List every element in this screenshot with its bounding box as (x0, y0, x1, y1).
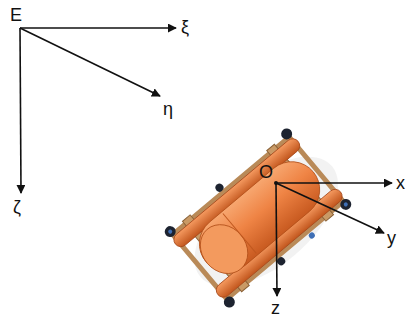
axis-label: ξ (181, 18, 189, 36)
frame-origin-label: O (259, 163, 273, 181)
earth-frame-axes (20, 28, 176, 193)
axis-label: x (396, 174, 405, 192)
axis-label: y (387, 229, 396, 247)
origin-point (274, 181, 278, 185)
underwater-vehicle (162, 120, 361, 310)
frame-origin-label: E (10, 6, 22, 24)
body-frame-axes (276, 183, 392, 296)
axis-label: ζ (13, 198, 21, 216)
axis-label: η (163, 100, 173, 118)
axis-label: z (271, 299, 280, 317)
